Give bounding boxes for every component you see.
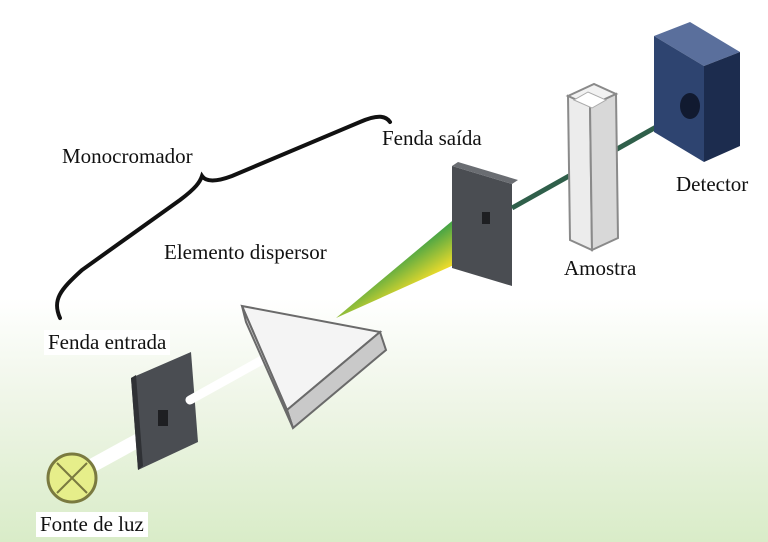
label-amostra: Amostra xyxy=(560,256,641,281)
label-fenda-entrada: Fenda entrada xyxy=(44,330,171,355)
lamp-icon xyxy=(46,452,98,504)
label-monocromador: Monocromador xyxy=(62,144,193,168)
detector-box xyxy=(654,22,740,162)
monocromador-brace xyxy=(54,114,392,320)
amostra-cuvette xyxy=(565,82,620,252)
label-elemento-dispersor: Elemento dispersor xyxy=(160,240,331,265)
light-beam-to-prism xyxy=(185,355,267,405)
fenda-saida-plate xyxy=(452,162,518,286)
label-fonte-de-luz: Fonte de luz xyxy=(36,512,148,537)
fenda-entrada-plate xyxy=(131,352,198,470)
prism-icon xyxy=(240,304,388,430)
label-detector: Detector xyxy=(676,172,749,196)
label-fenda-saida: Fenda saída xyxy=(382,126,482,150)
